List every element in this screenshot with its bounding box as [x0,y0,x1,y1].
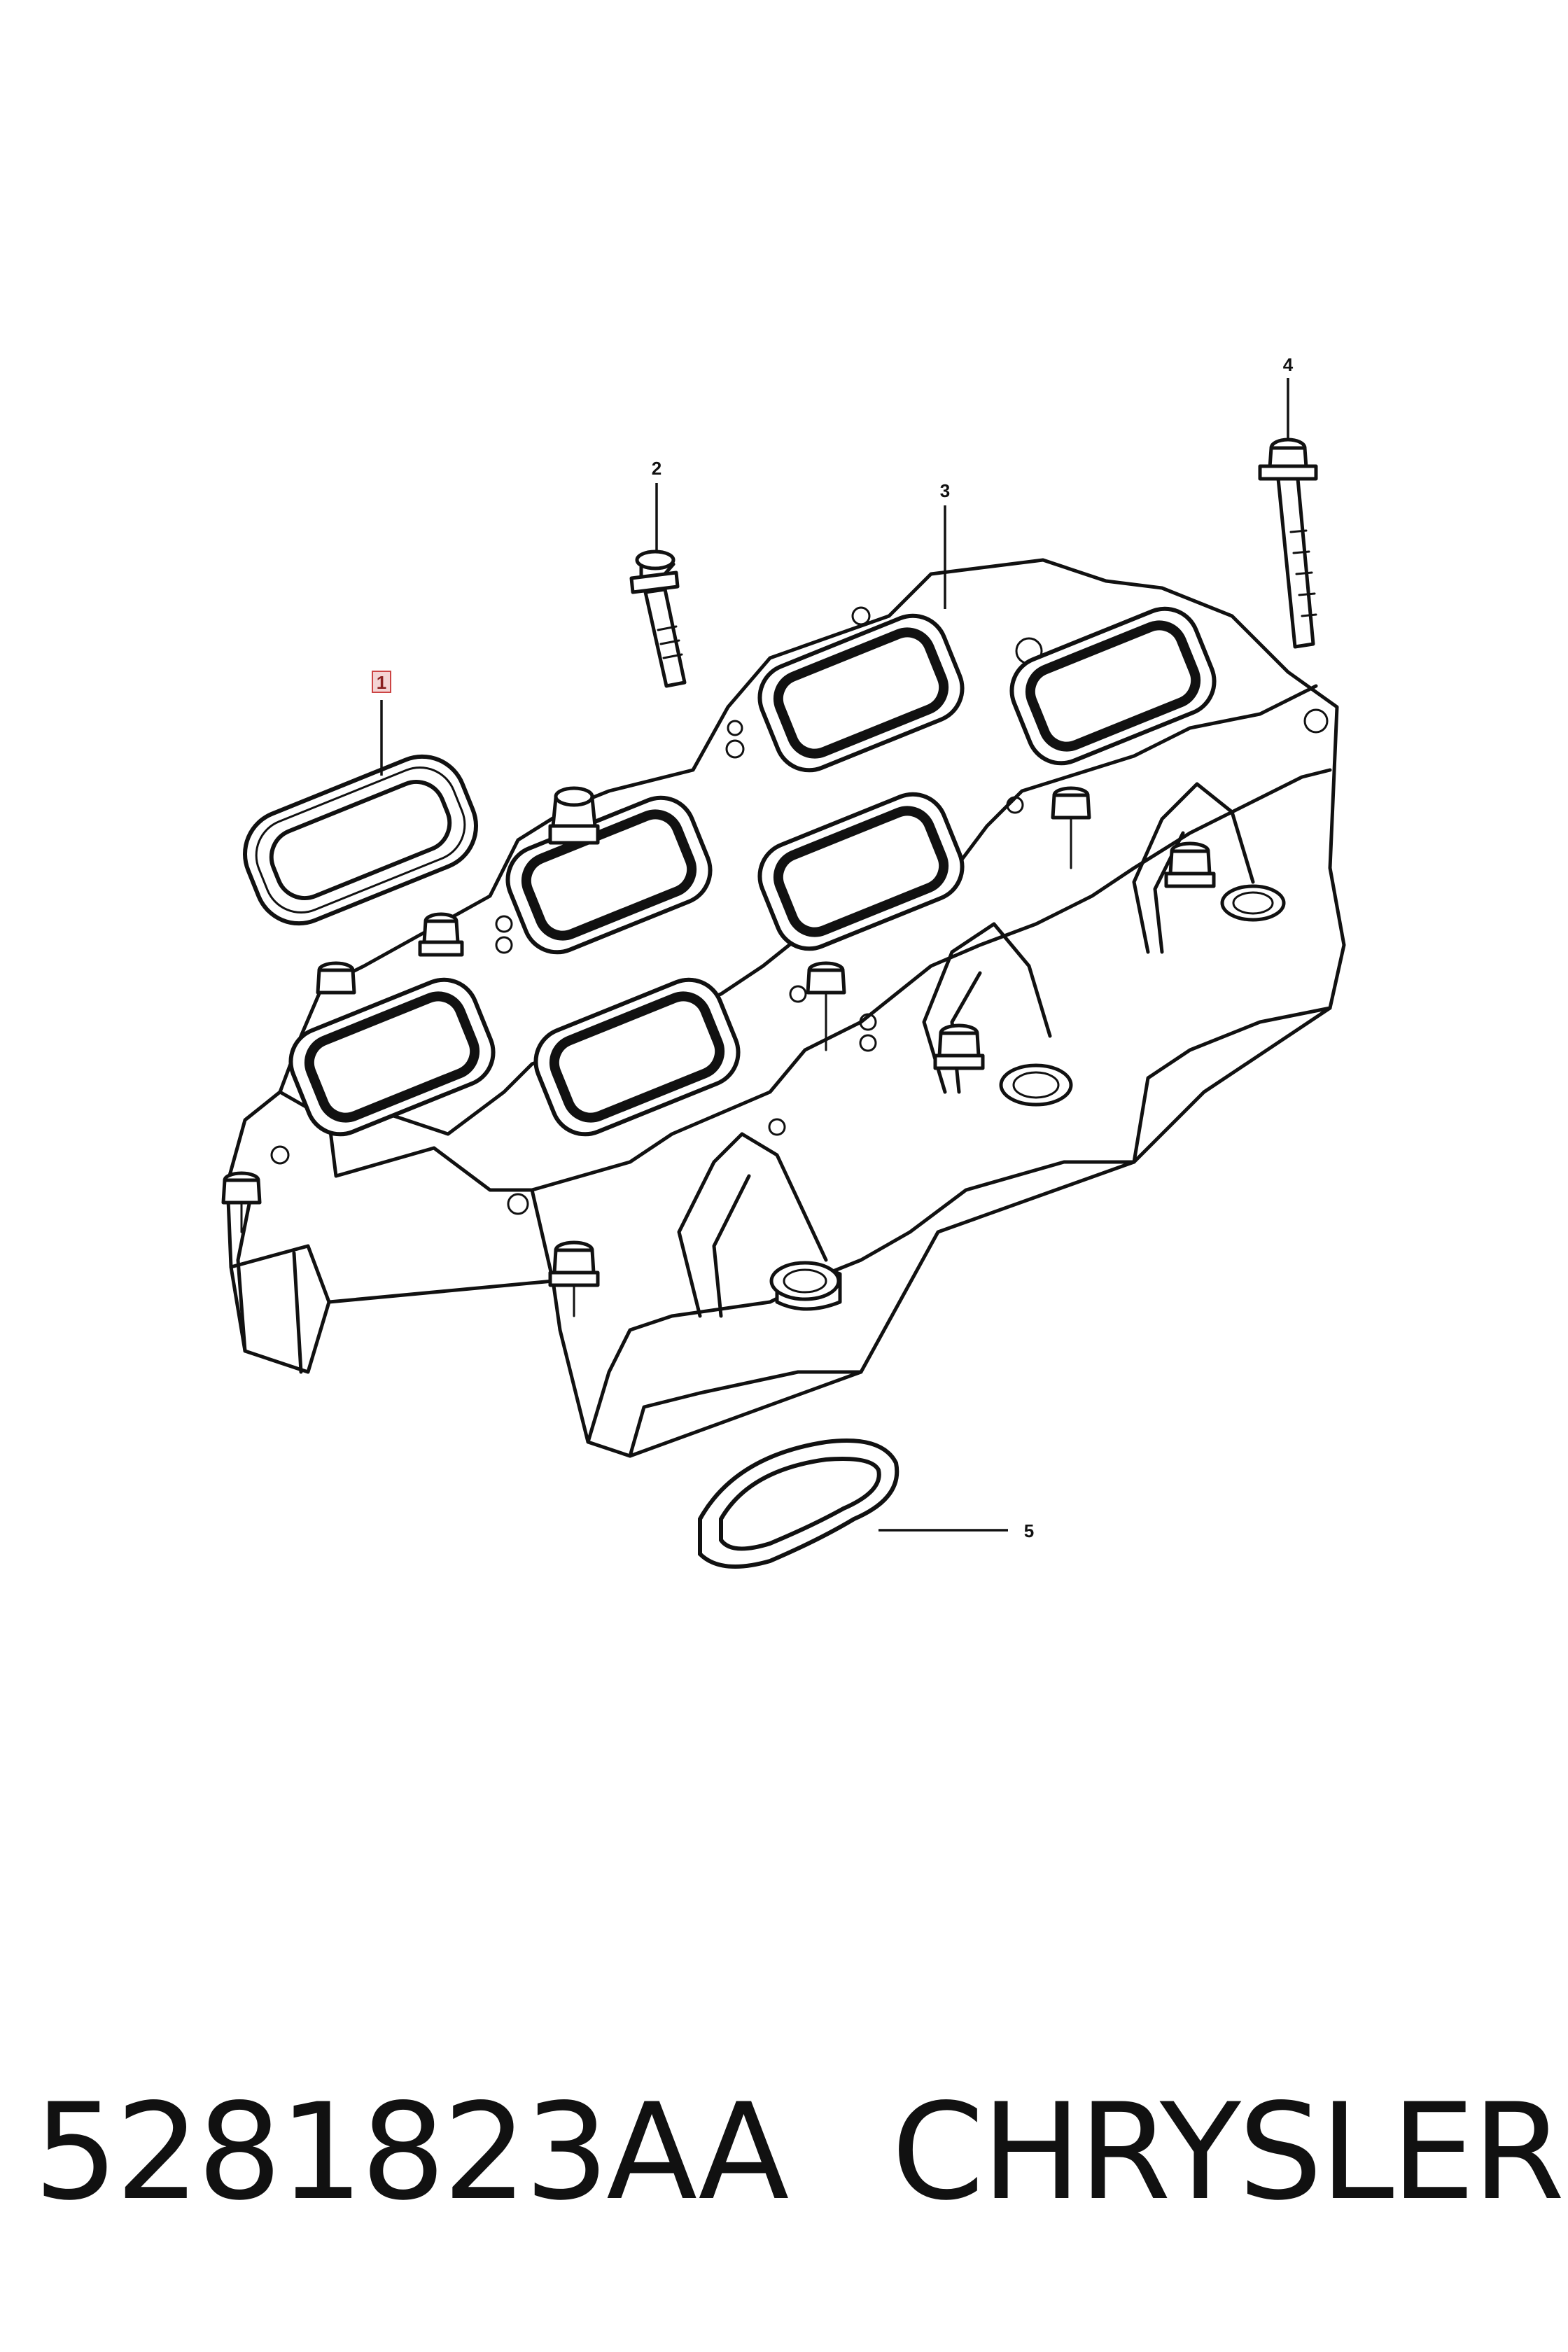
callout-4: 4 [1283,354,1294,375]
stud-e [548,1240,600,1317]
stud-g [933,1023,985,1070]
stud-d [221,1171,262,1233]
intake-port-3 [505,795,713,955]
part-5-gasket [698,1438,899,1569]
stud-a [548,786,600,845]
intake-port-5 [288,977,496,1137]
intake-port-4 [757,792,965,951]
callout-1: 1 [377,672,386,693]
stud-i [1164,841,1216,888]
installed-studs [221,786,1216,1317]
stud-f [806,961,846,1051]
part-number: 5281823AA [34,2075,789,2230]
brand-name: CHRYSLER [891,2075,1564,2230]
callout-5: 5 [1024,1520,1034,1541]
intake-manifold-body [225,558,1346,1458]
intake-manifold-exploded-diagram: 1 2 3 4 5 [221,354,1346,1569]
callout-2: 2 [652,458,662,479]
intake-port-6 [533,977,741,1137]
intake-ports [288,606,1217,1137]
stud-c [316,961,356,995]
part-2-bolt [629,550,687,688]
part-1-port-gasket [243,754,478,926]
part-4-long-bolt [1258,438,1318,649]
stud-h [1051,786,1091,869]
callout-3: 3 [940,480,950,501]
callout-labels: 1 2 3 4 5 [372,354,1294,1541]
caption: 5281823AA CHRYSLER [34,2065,1564,2240]
leader-lines [380,378,1289,1532]
intake-port-2 [1009,606,1217,766]
intake-port-1 [757,613,965,773]
callout-1-highlight-box [372,671,391,693]
stud-b [418,912,464,957]
